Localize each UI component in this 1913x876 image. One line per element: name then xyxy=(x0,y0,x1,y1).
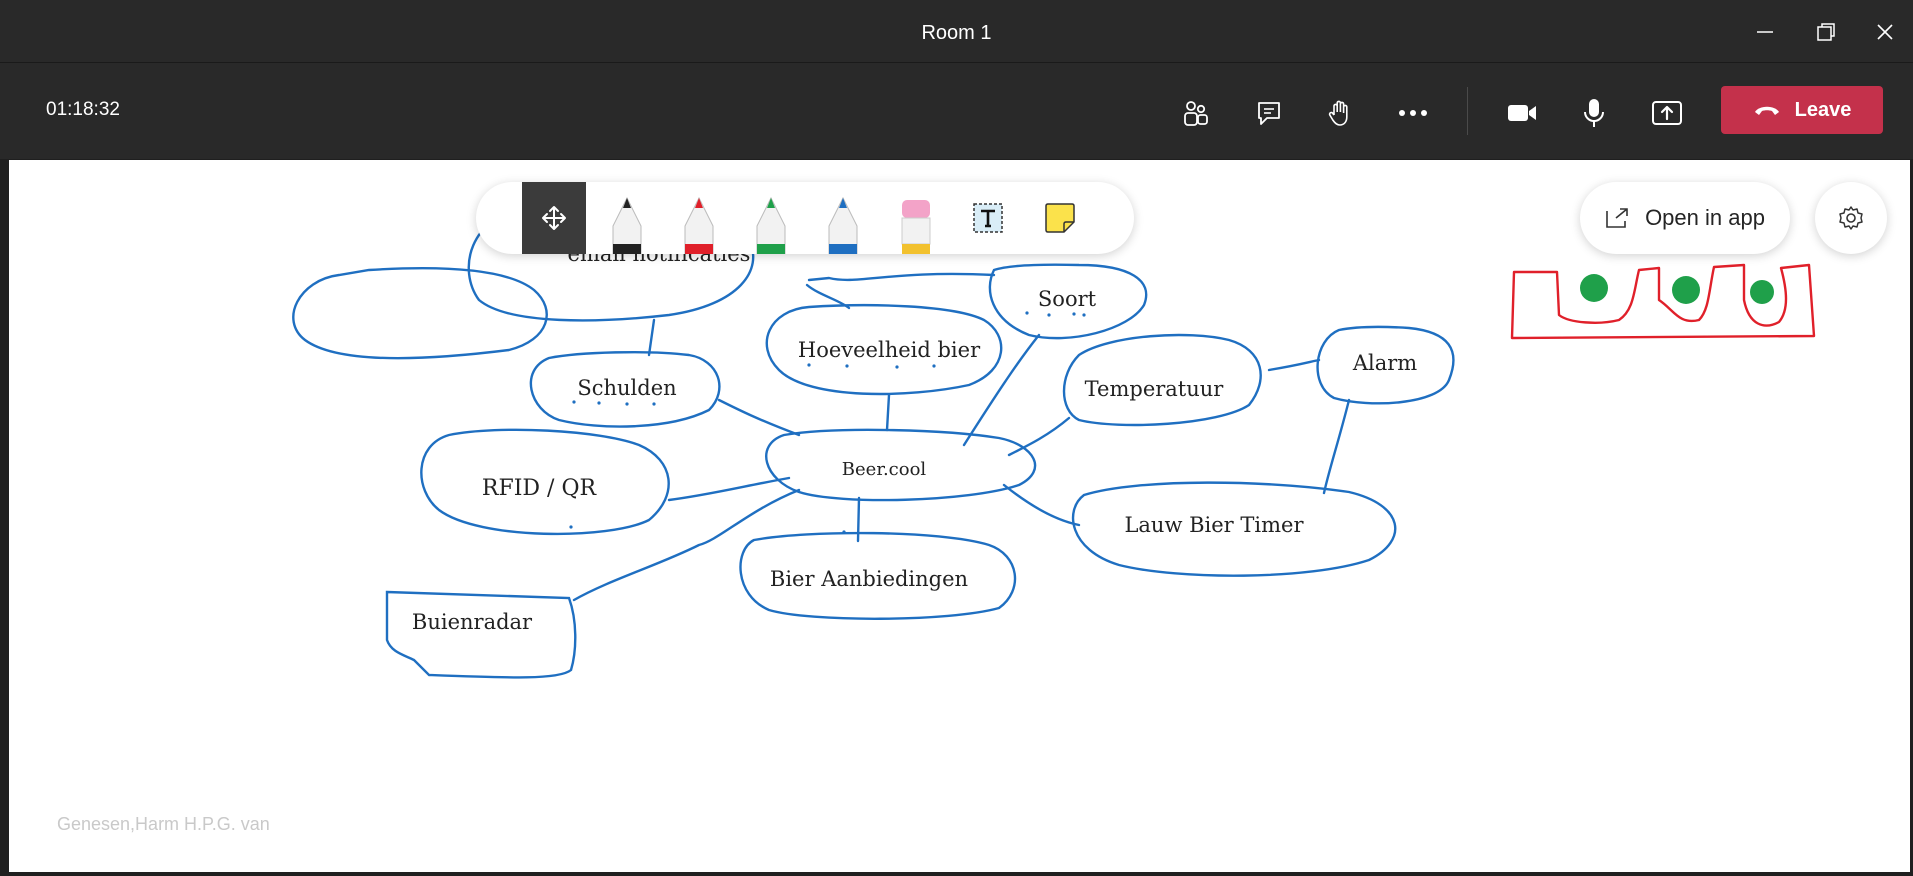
maximize-icon[interactable] xyxy=(1808,14,1844,50)
note-alarm[interactable]: Alarm xyxy=(1352,351,1417,375)
black-pen-icon xyxy=(612,196,642,254)
open-in-app-button[interactable]: Open in app xyxy=(1580,182,1790,254)
note-soort[interactable]: Soort xyxy=(1038,287,1097,311)
red-pen-icon xyxy=(684,196,714,254)
ink-ellipse-schulden xyxy=(529,350,721,428)
author-name: Genesen,Harm H.P.G. van xyxy=(57,814,270,834)
note-lauw[interactable]: Lauw Bier Timer xyxy=(1124,513,1304,537)
ink-ellipse-soort xyxy=(988,263,1148,340)
ink-ellipse-rfid xyxy=(420,428,670,536)
note-rfid[interactable]: RFID / QR xyxy=(482,476,598,501)
inking-toolbar xyxy=(476,182,1134,254)
raise-hand-icon[interactable] xyxy=(1316,91,1364,135)
call-timer: 01:18:32 xyxy=(46,99,120,120)
ink-dots xyxy=(569,311,1086,534)
ink-ellipse-temperatuur xyxy=(1062,333,1262,427)
camera-icon[interactable] xyxy=(1498,91,1546,135)
people-icon[interactable] xyxy=(1172,91,1220,135)
leave-label: Leave xyxy=(1794,98,1852,121)
highlighter-icon xyxy=(901,200,931,254)
open-external-icon xyxy=(1606,208,1628,228)
ink-rect-buienradar xyxy=(385,590,577,679)
phone-hangup-icon xyxy=(1754,106,1779,115)
black-pen-button[interactable] xyxy=(595,182,659,254)
ink-ellipse-beercool xyxy=(765,428,1037,502)
toolbar-separator xyxy=(1467,87,1468,135)
minimize-icon[interactable] xyxy=(1747,14,1783,50)
green-pen-icon xyxy=(756,196,786,254)
ink-ellipse-lauw xyxy=(1071,481,1397,577)
more-icon[interactable] xyxy=(1389,91,1437,135)
chat-icon[interactable] xyxy=(1245,91,1293,135)
note-beercool[interactable]: Beer.cool xyxy=(842,459,927,480)
ink-red-drawing xyxy=(1510,263,1816,340)
call-controls-bar: 01:18:32 Leave xyxy=(0,62,1913,159)
blue-pen-button[interactable] xyxy=(811,182,875,254)
ink-ellipse-alarm xyxy=(1316,325,1455,405)
open-in-app-label: Open in app xyxy=(1645,205,1765,230)
ink-ellipse-empty xyxy=(292,267,548,360)
note-buienradar[interactable]: Buienradar xyxy=(412,610,533,634)
whiteboard-stage[interactable]: email notificaties Soort Hoeveelheid bie… xyxy=(9,160,1910,872)
close-icon[interactable] xyxy=(1867,14,1903,50)
ink-ellipse-hoeveelheid xyxy=(765,304,1003,396)
whiteboard-canvas[interactable]: email notificaties Soort Hoeveelheid bie… xyxy=(9,160,1910,872)
gear-icon xyxy=(1839,206,1863,230)
ink-ellipse-aanbiedingen xyxy=(739,531,1017,620)
blue-pen-icon xyxy=(828,196,858,254)
note-aanbiedingen[interactable]: Bier Aanbiedingen xyxy=(770,567,968,591)
text-tool-button[interactable] xyxy=(956,182,1020,254)
note-hoeveelheid[interactable]: Hoeveelheid bier xyxy=(798,338,981,362)
move-tool-button[interactable] xyxy=(522,182,586,254)
green-pen-button[interactable] xyxy=(739,182,803,254)
share-screen-icon[interactable] xyxy=(1643,91,1691,135)
note-temperatuur[interactable]: Temperatuur xyxy=(1085,377,1225,401)
sticky-note-icon xyxy=(1045,203,1075,233)
red-pen-button[interactable] xyxy=(667,182,731,254)
microphone-icon[interactable] xyxy=(1570,91,1618,135)
settings-button[interactable] xyxy=(1815,182,1887,254)
window-title: Room 1 xyxy=(921,22,992,44)
title-bar: Room 1 xyxy=(0,0,1913,62)
highlighter-button[interactable] xyxy=(884,182,948,254)
text-icon xyxy=(973,203,1003,233)
note-schulden[interactable]: Schulden xyxy=(577,376,676,400)
move-icon xyxy=(542,206,566,230)
sticky-note-button[interactable] xyxy=(1028,182,1092,254)
leave-button[interactable]: Leave xyxy=(1721,86,1883,134)
